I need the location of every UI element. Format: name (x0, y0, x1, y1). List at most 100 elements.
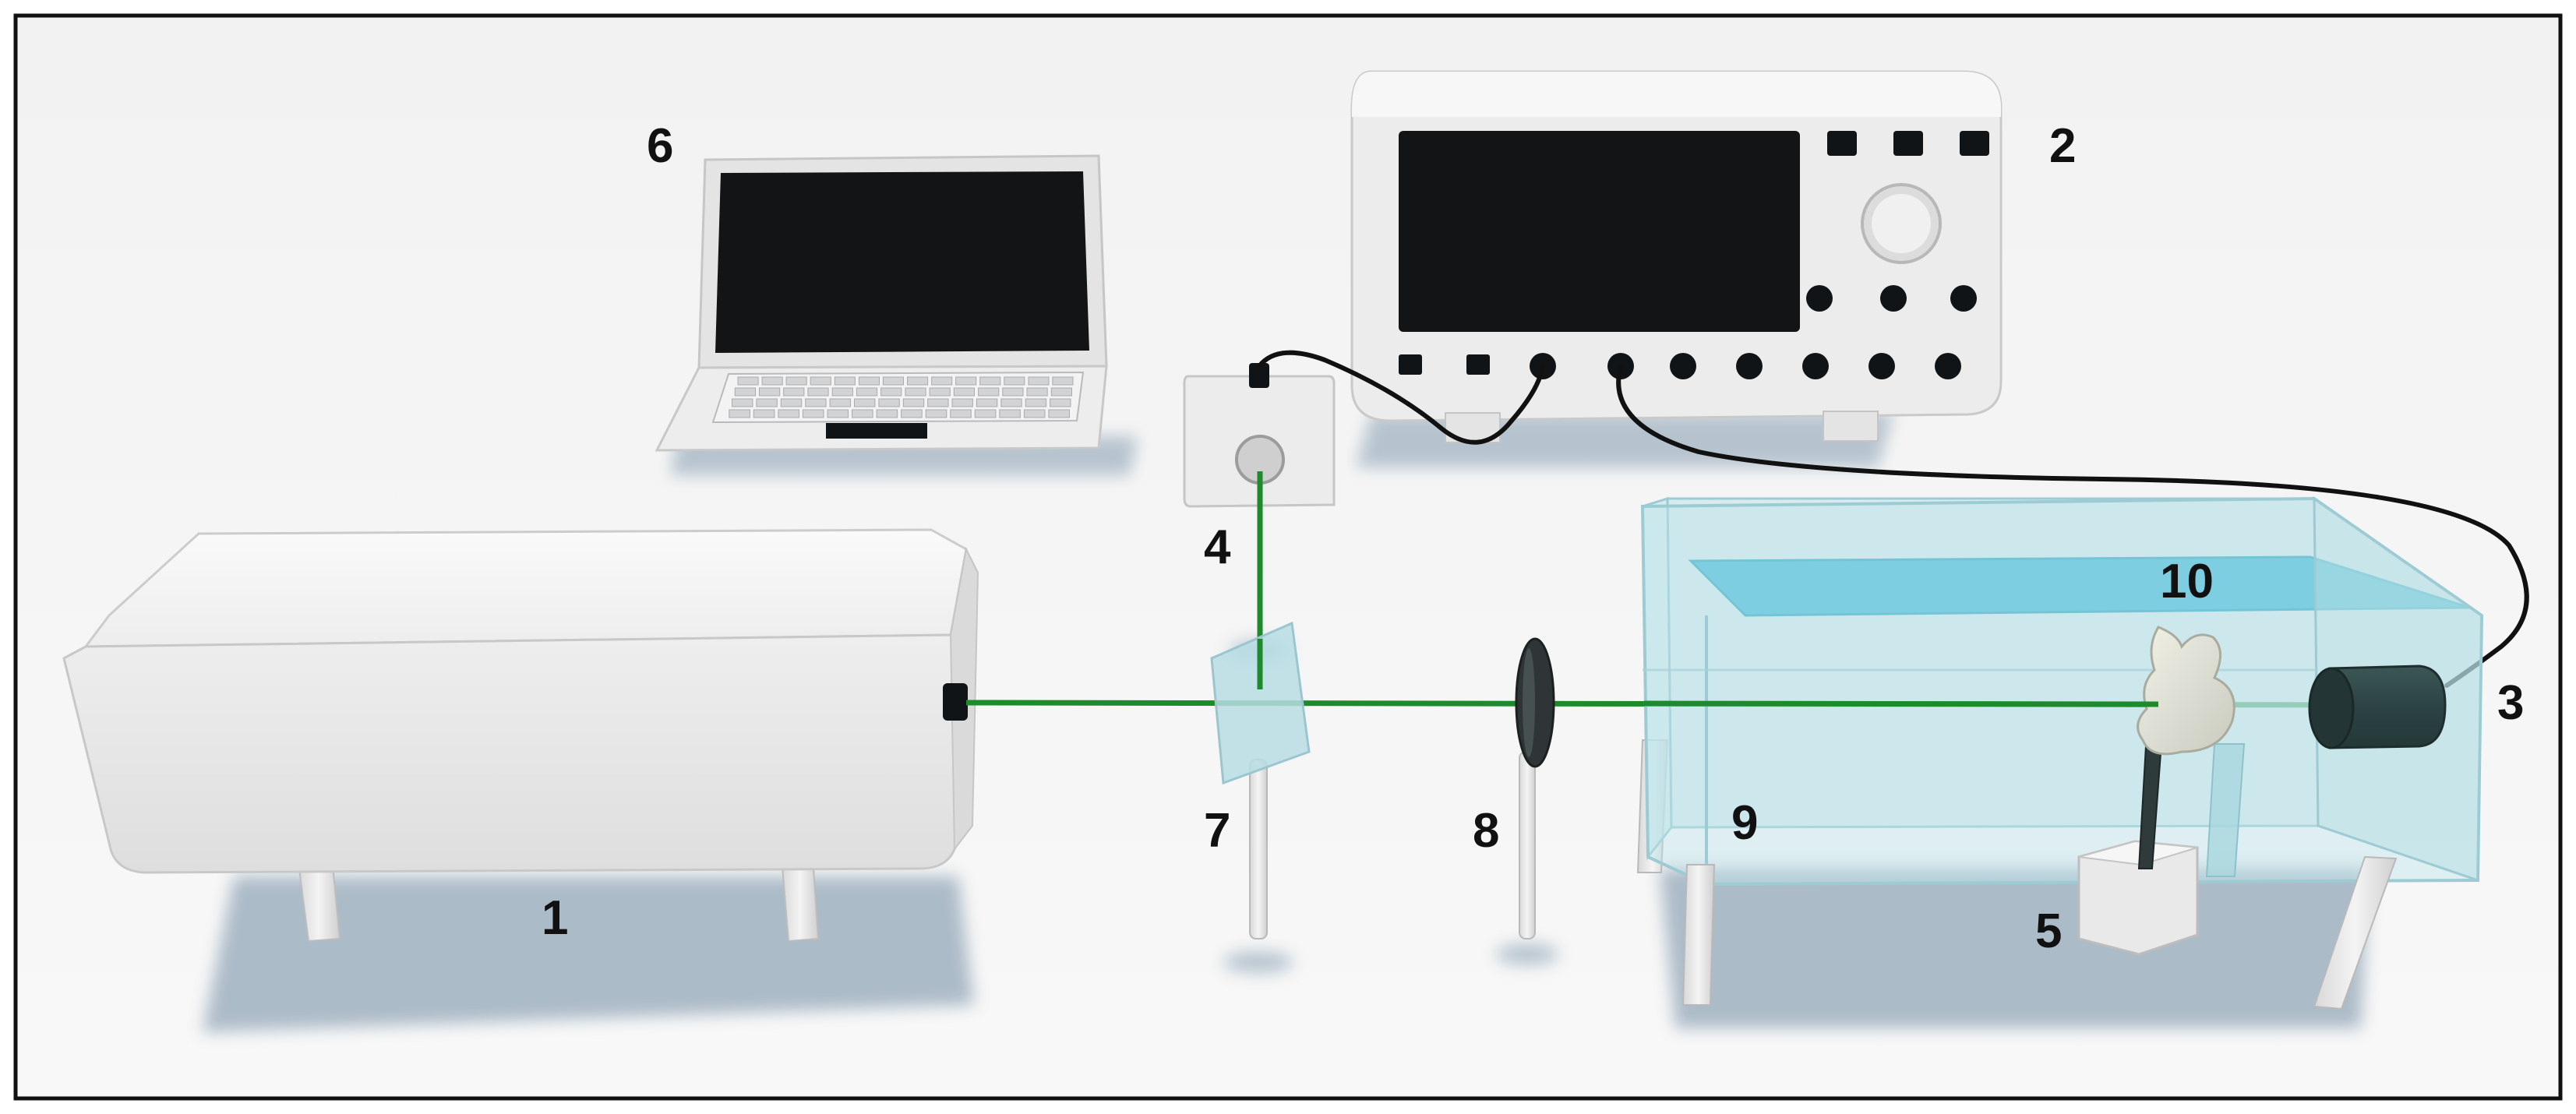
label-water-tank: 9 (1731, 796, 1759, 850)
label-hydrophone: 3 (2497, 676, 2525, 730)
laser-top-face (83, 528, 968, 648)
laptop-key (878, 398, 900, 407)
tank-leg-front-left (1681, 864, 1716, 1006)
label-beam-splitter: 7 (1204, 804, 1231, 858)
photodetector-connector (1249, 363, 1269, 388)
laptop-key (805, 398, 827, 407)
laptop-key (1048, 409, 1071, 418)
laptop-key (810, 376, 831, 386)
laptop-key (902, 398, 925, 407)
laptop-key (880, 387, 902, 397)
laptop-key (1050, 398, 1071, 407)
laptop-key (1026, 387, 1048, 397)
laptop-key (759, 387, 781, 397)
laptop-key (907, 376, 929, 386)
laptop-key (858, 376, 880, 386)
laptop-key (951, 398, 973, 407)
laptop-key (1002, 387, 1024, 397)
laptop-key (1052, 376, 1074, 386)
label-laptop: 6 (647, 119, 674, 173)
oscilloscope-buttons (1399, 131, 1989, 375)
oscilloscope-screen (1399, 131, 1800, 332)
laptop-key (976, 398, 998, 407)
laptop-key (827, 409, 849, 418)
laser-front-face (62, 633, 972, 874)
laptop-key (785, 376, 807, 386)
label-oscilloscope: 2 (2049, 119, 2077, 173)
laptop-key (802, 409, 824, 418)
tank-leg-front-right (2313, 855, 2398, 1010)
laptop-key (834, 376, 856, 386)
laptop-key (778, 409, 800, 418)
laptop-key (950, 409, 972, 418)
label-tooth-sample: 10 (2160, 555, 2214, 608)
oscilloscope-knob (1861, 183, 1942, 264)
laptop-key (1000, 398, 1022, 407)
laptop-key (979, 376, 1001, 386)
laser-aperture (943, 683, 968, 721)
laptop-screen (715, 171, 1089, 353)
tooth (2137, 626, 2235, 756)
laser (62, 528, 979, 943)
laptop-key (734, 387, 756, 397)
oscilloscope (1350, 70, 2003, 443)
beam-in-tank (1643, 700, 2159, 707)
splitter-post (1249, 759, 1268, 939)
laptop-key (1025, 398, 1047, 407)
oscilloscope-dials (1530, 285, 1977, 379)
laptop-key (901, 409, 923, 418)
laptop-key (927, 398, 949, 407)
laptop-key (1023, 409, 1046, 418)
laptop-key (953, 387, 976, 397)
splitter-glass (1210, 621, 1311, 785)
laptop-key (955, 376, 977, 386)
cables (1257, 350, 2529, 688)
hydrophone (2308, 665, 2447, 749)
laptop-key (780, 398, 803, 407)
label-lens: 8 (1473, 804, 1500, 858)
laptop-key (876, 409, 898, 418)
laptop-key (737, 376, 759, 386)
laptop-key (925, 409, 947, 418)
laptop-key (761, 376, 783, 386)
figure-frame (13, 13, 2563, 1101)
cable-photodetector-to-oscilloscope (1257, 350, 1545, 445)
cable-hydrophone-to-oscilloscope (1616, 364, 2529, 688)
label-laser: 1 (542, 891, 569, 945)
laptop-key (905, 387, 926, 397)
label-stage: 5 (2035, 904, 2063, 958)
laptop-touchpad (826, 423, 927, 439)
beam-splitter (1210, 621, 1311, 939)
photodetector (1183, 363, 1336, 508)
laptop-key (882, 376, 905, 386)
laptop-key (732, 398, 753, 407)
osc-foot-right (1823, 411, 1879, 442)
laptop-keys (729, 376, 1074, 418)
laptop-key (929, 387, 951, 397)
laptop-key (931, 376, 953, 386)
laptop-key (1004, 376, 1025, 386)
laptop-key (974, 409, 997, 418)
tank-inner-post (2205, 743, 2246, 877)
label-photodetector: 4 (1204, 520, 1231, 574)
laptop-key (831, 387, 853, 397)
laptop-key (729, 409, 750, 418)
sample-stage (2077, 840, 2199, 956)
laptop-key (783, 387, 805, 397)
focusing-lens (1515, 637, 1555, 939)
laptop-key (756, 398, 778, 407)
laptop-key (856, 387, 878, 397)
laptop-key (829, 398, 851, 407)
lens-post (1519, 751, 1536, 939)
laptop (655, 154, 1108, 452)
laptop-key (753, 409, 775, 418)
laptop-key (854, 398, 876, 407)
laptop-key (807, 387, 829, 397)
laptop-key (1028, 376, 1050, 386)
tooth-sample (2137, 626, 2235, 869)
laptop-key (852, 409, 873, 418)
laptop-key (978, 387, 1000, 397)
laptop-key (1050, 387, 1073, 397)
laptop-key (999, 409, 1021, 418)
